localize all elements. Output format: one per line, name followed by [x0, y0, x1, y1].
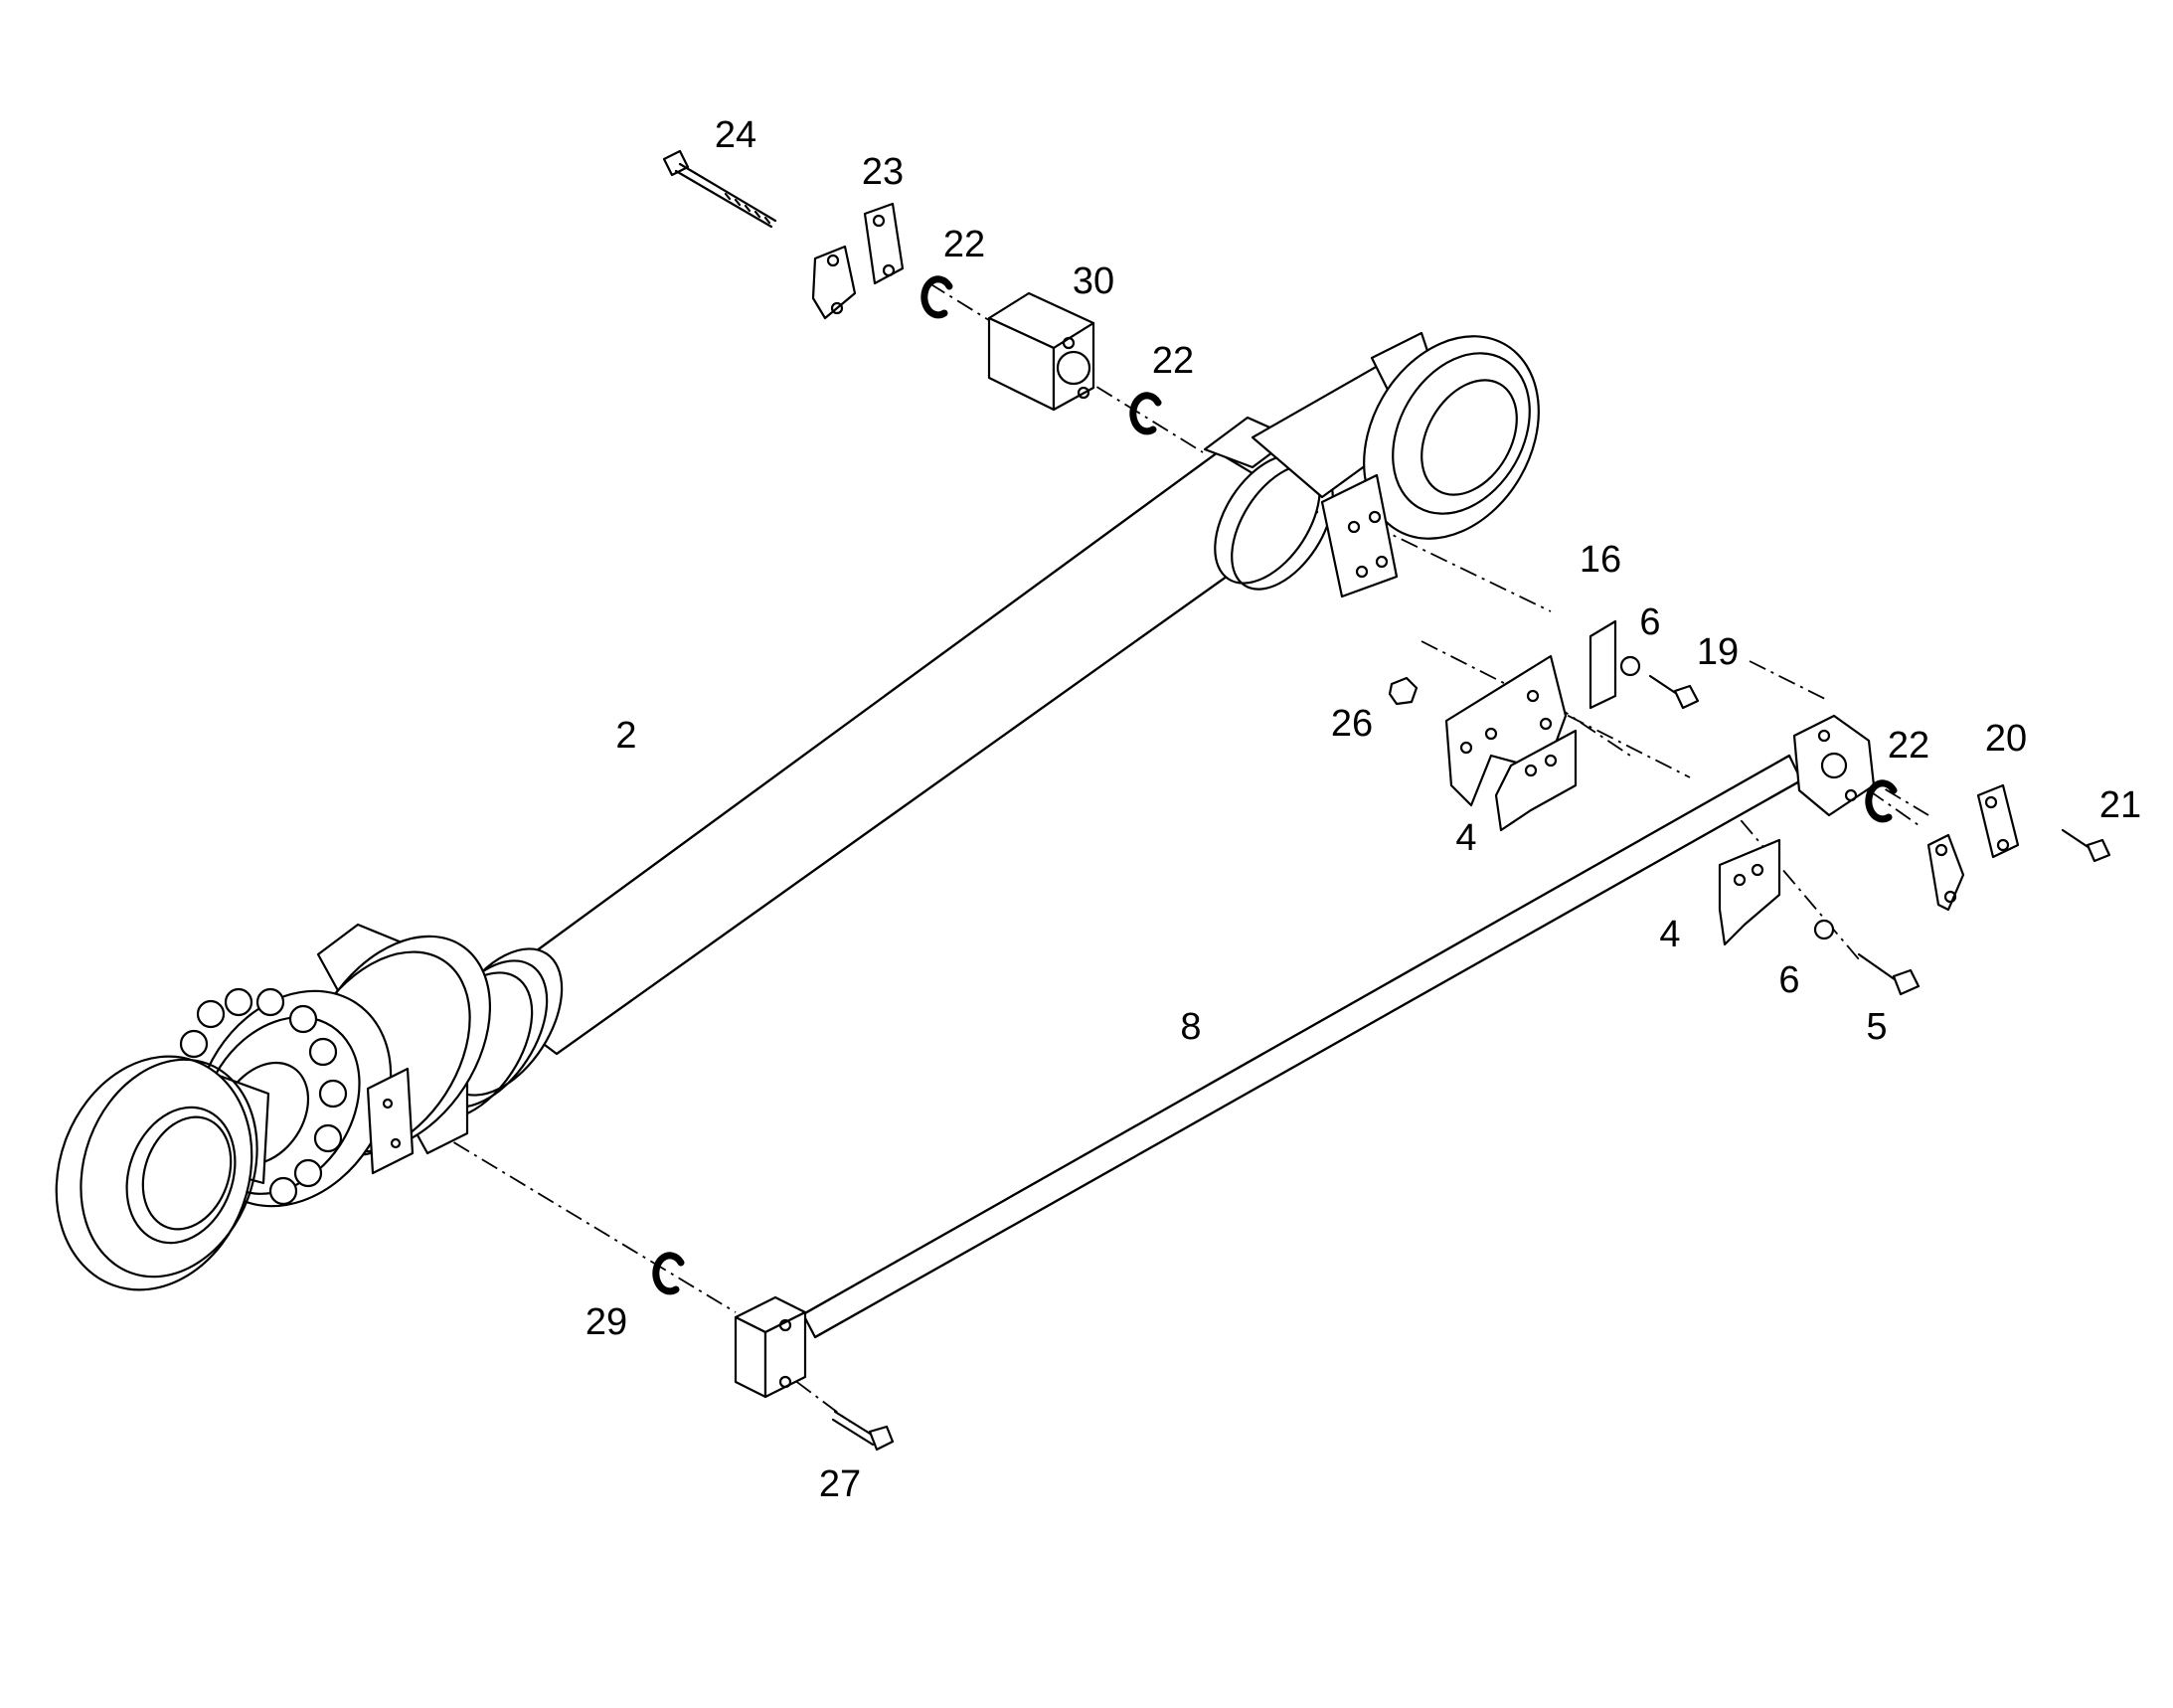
- callout-6-lower: 6: [1778, 959, 1799, 1001]
- split-flange-20: [1926, 783, 2020, 912]
- split-flange-23: [811, 202, 905, 320]
- bracket-16: [1444, 619, 1617, 807]
- callout-29: 29: [585, 1301, 627, 1343]
- bolt-5: [1857, 952, 1921, 996]
- callout-21: 21: [2099, 784, 2141, 826]
- seal-ring-29: [652, 1252, 685, 1295]
- rod-eye-left: [55, 1055, 270, 1291]
- callout-16: 16: [1580, 539, 1621, 581]
- assembly-axes: [397, 282, 1929, 1423]
- callout-30: 30: [1073, 260, 1114, 302]
- callout-6-upper: 6: [1639, 601, 1660, 643]
- callout-4-lower: 4: [1659, 914, 1680, 955]
- washer-6-lower: [1813, 919, 1835, 940]
- bolt-21: [2061, 828, 2111, 863]
- seal-ring-22-top-b: [1129, 392, 1162, 435]
- callout-22-top-b: 22: [1152, 340, 1194, 382]
- lower-flange-block: [734, 1295, 807, 1399]
- screw-27: [831, 1410, 895, 1452]
- callout-22-right: 22: [1888, 725, 1929, 767]
- callout-2: 2: [615, 715, 636, 757]
- long-bolt-24: [662, 149, 777, 229]
- port-flange-block: [987, 291, 1095, 412]
- callout-26: 26: [1331, 703, 1373, 745]
- cylinder-barrel: [294, 450, 1334, 1157]
- callout-labels: 24 23 22 30 22 16 6 19 26 22 20 21 2 4 4…: [585, 114, 2141, 1505]
- bolt-19: [1648, 674, 1700, 710]
- callout-5: 5: [1866, 1006, 1887, 1048]
- callout-24: 24: [715, 114, 756, 156]
- callout-19: 19: [1697, 631, 1739, 673]
- callout-27: 27: [819, 1463, 861, 1505]
- clamp-plate-4-lower: [1718, 838, 1781, 946]
- nut-26: [1388, 676, 1419, 706]
- washer-6-upper: [1619, 655, 1641, 677]
- callout-22-top-a: 22: [943, 224, 985, 265]
- seal-ring-22-top-a: [920, 275, 953, 319]
- callout-8: 8: [1180, 1006, 1201, 1048]
- seal-ring-22-right: [1865, 779, 1898, 823]
- callout-4-upper: 4: [1455, 817, 1476, 859]
- callout-23: 23: [862, 151, 904, 193]
- cylinder-base-eye: [1203, 331, 1540, 598]
- tube-8: [801, 714, 1876, 1339]
- clamp-plate-4-upper: [1494, 729, 1578, 832]
- callout-20: 20: [1985, 718, 2027, 760]
